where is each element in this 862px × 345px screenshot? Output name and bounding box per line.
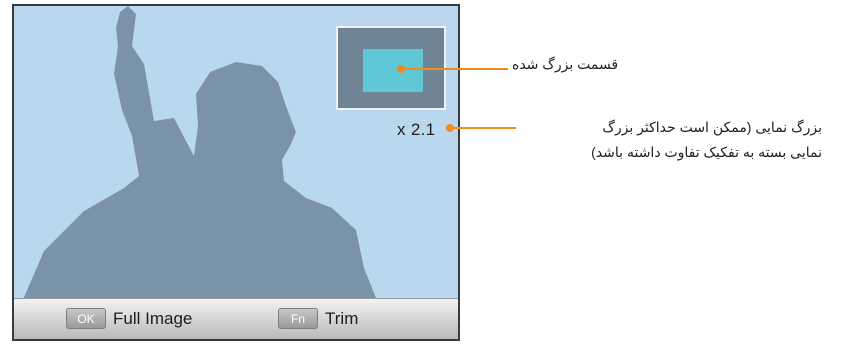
full-image-label: Full Image bbox=[113, 308, 193, 328]
zoomed-area-callout-line bbox=[401, 68, 508, 70]
trim-label: Trim bbox=[325, 308, 359, 328]
magnification-callout-text: بزرگ نمایی (ممکن است حداکثر بزرگ نمایی ب… bbox=[512, 115, 822, 165]
person-silhouette bbox=[14, 6, 380, 339]
magnification-callout-line1: بزرگ نمایی (ممکن است حداکثر بزرگ bbox=[602, 119, 822, 135]
zoom-level-readout: x 2.1 bbox=[397, 120, 436, 139]
ok-key-icon[interactable]: OK bbox=[66, 308, 106, 329]
magnification-callout-line bbox=[450, 127, 516, 129]
bottom-control-bar: OK Full Image Fn Trim bbox=[14, 298, 458, 339]
camera-screen: x 2.1 OK Full Image Fn Trim bbox=[12, 4, 460, 341]
full-image-control[interactable]: OK Full Image bbox=[66, 308, 192, 329]
zoomed-area-callout-text: قسمت بزرگ شده bbox=[512, 56, 619, 72]
magnification-callout-line2: نمایی بسته به تفکیک تفاوت داشته باشد) bbox=[591, 144, 822, 160]
fn-key-icon[interactable]: Fn bbox=[278, 308, 318, 329]
zoomed-area-indicator bbox=[363, 49, 423, 92]
trim-control[interactable]: Fn Trim bbox=[278, 308, 358, 329]
